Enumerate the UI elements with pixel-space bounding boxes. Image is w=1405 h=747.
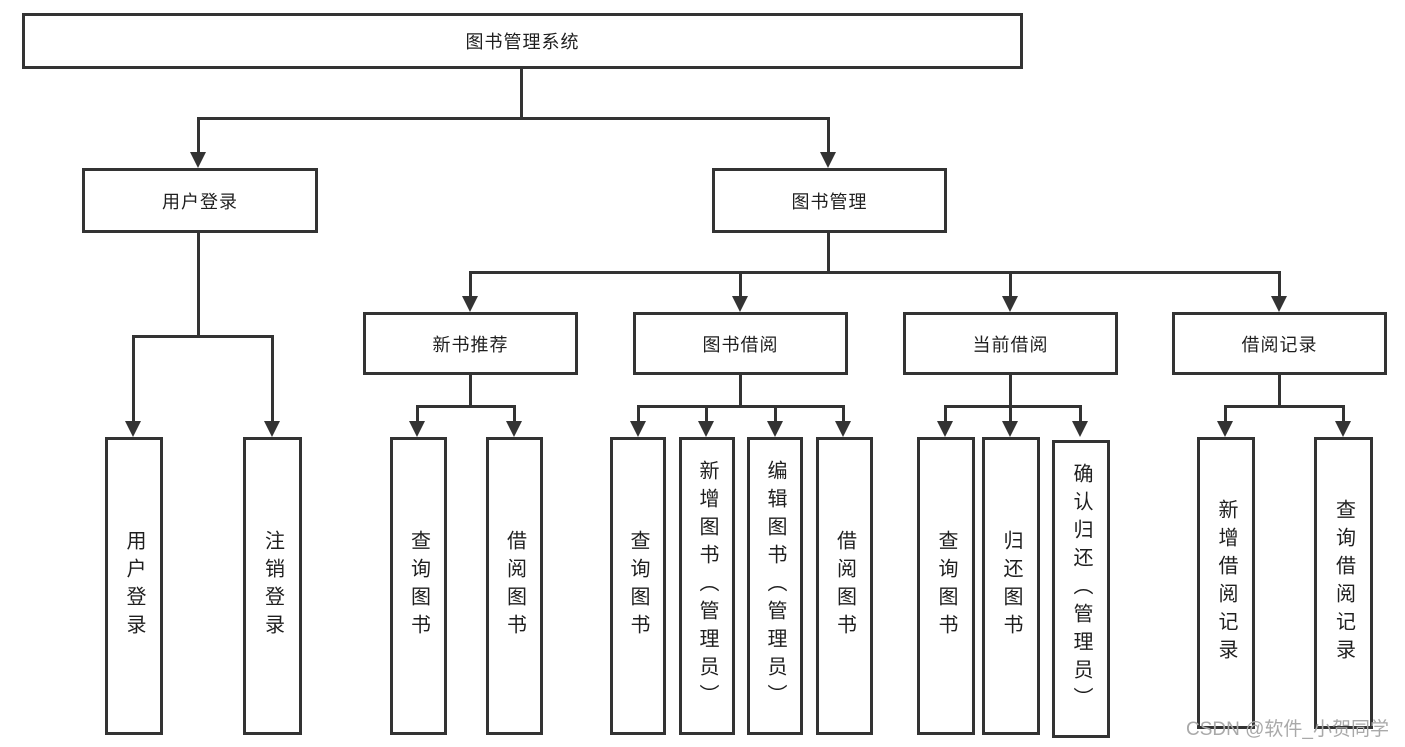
node-user-login-group-label: 用户登录 <box>162 191 238 212</box>
node-leaf-cb-confirm: 确认归还（管理员） <box>1052 440 1110 738</box>
node-root-label: 图书管理系统 <box>465 32 580 52</box>
connector-new-book-rec-stem <box>469 375 472 408</box>
connector-stem-book-mgmt <box>827 117 830 155</box>
arrow-down-icon <box>1002 296 1018 312</box>
connector-borrow-records-stem <box>1278 375 1281 408</box>
node-new-book-rec: 新书推荐 <box>363 312 578 375</box>
connector-stem-user-login <box>197 117 200 155</box>
connector-book-mgmt-stem <box>827 233 830 274</box>
connector-stem <box>944 405 947 422</box>
node-leaf-cb-confirm-label: 确认归还（管理员） <box>1070 463 1092 715</box>
arrow-down-icon <box>698 421 714 437</box>
connector-borrow-records-rail <box>1224 405 1344 408</box>
node-new-book-rec-label: 新书推荐 <box>432 334 509 355</box>
arrow-down-icon <box>630 421 646 437</box>
node-leaf-bb-query: 查询图书 <box>610 437 666 735</box>
node-leaf-nb-query-label: 查询图书 <box>407 530 430 642</box>
connector-stem <box>416 405 419 422</box>
node-leaf-logout: 注销登录 <box>243 437 302 735</box>
connector-stem-current-borrow <box>1009 271 1012 297</box>
connector-user-login-stem <box>197 233 200 338</box>
node-leaf-bb-add-label: 新增图书（管理员） <box>696 460 718 712</box>
connector-stem-leaf-user-login <box>132 335 135 422</box>
arrow-down-icon <box>1271 296 1287 312</box>
node-leaf-br-add-label: 新增借阅记录 <box>1215 499 1237 667</box>
connector-stem <box>842 405 845 422</box>
connector-stem <box>1009 405 1012 422</box>
arrow-down-icon <box>820 152 836 168</box>
node-borrow-records: 借阅记录 <box>1172 312 1387 375</box>
arrow-down-icon <box>190 152 206 168</box>
node-book-mgmt: 图书管理 <box>712 168 947 233</box>
node-leaf-nb-borrow-label: 借阅图书 <box>503 530 526 642</box>
connector-current-borrow-rail <box>944 405 1081 408</box>
node-leaf-bb-borrow: 借阅图书 <box>816 437 873 735</box>
node-leaf-bb-edit: 编辑图书（管理员） <box>747 437 803 735</box>
node-leaf-br-query: 查询借阅记录 <box>1314 437 1373 729</box>
node-leaf-nb-borrow: 借阅图书 <box>486 437 543 735</box>
node-leaf-cb-query: 查询图书 <box>917 437 975 735</box>
node-leaf-bb-add: 新增图书（管理员） <box>679 437 735 735</box>
connector-stem <box>637 405 640 422</box>
arrow-down-icon <box>1002 421 1018 437</box>
connector-level2-rail <box>197 117 830 120</box>
arrow-down-icon <box>767 421 783 437</box>
connector-stem-leaf-logout <box>271 335 274 422</box>
node-leaf-bb-borrow-label: 借阅图书 <box>833 530 856 642</box>
node-leaf-nb-query: 查询图书 <box>390 437 447 735</box>
connector-stem-new-book-rec <box>469 271 472 297</box>
connector-stem <box>513 405 516 422</box>
node-leaf-br-query-label: 查询借阅记录 <box>1332 499 1355 667</box>
node-leaf-user-login: 用户登录 <box>105 437 163 735</box>
connector-new-book-rec-rail <box>416 405 516 408</box>
arrow-down-icon <box>264 421 280 437</box>
connector-level3-rail <box>469 271 1281 274</box>
arrow-down-icon <box>1072 421 1088 437</box>
arrow-down-icon <box>506 421 522 437</box>
csdn-watermark: CSDN @软件_小贺同学 <box>1186 719 1389 740</box>
node-leaf-cb-return-label: 归还图书 <box>1000 530 1022 642</box>
node-leaf-user-login-label: 用户登录 <box>123 530 145 642</box>
arrow-down-icon <box>732 296 748 312</box>
connector-stem-borrow-records <box>1278 271 1281 297</box>
connector-stem <box>1079 405 1082 422</box>
connector-root-stem <box>520 69 523 119</box>
node-root: 图书管理系统 <box>22 13 1023 69</box>
connector-stem-book-borrow <box>739 271 742 297</box>
node-book-borrow-label: 图书借阅 <box>702 334 779 355</box>
connector-stem <box>774 405 777 422</box>
node-leaf-bb-query-label: 查询图书 <box>627 530 649 642</box>
arrow-down-icon <box>462 296 478 312</box>
node-borrow-records-label: 借阅记录 <box>1241 334 1318 355</box>
arrow-down-icon <box>409 421 425 437</box>
node-leaf-cb-return: 归还图书 <box>982 437 1040 735</box>
connector-user-login-rail <box>132 335 274 338</box>
arrow-down-icon <box>937 421 953 437</box>
node-book-borrow: 图书借阅 <box>633 312 848 375</box>
node-leaf-br-add: 新增借阅记录 <box>1197 437 1255 729</box>
node-leaf-cb-query-label: 查询图书 <box>935 530 957 642</box>
connector-current-borrow-stem <box>1009 375 1012 408</box>
arrow-down-icon <box>1217 421 1233 437</box>
connector-book-borrow-rail <box>637 405 844 408</box>
connector-book-borrow-stem <box>739 375 742 408</box>
arrow-down-icon <box>835 421 851 437</box>
connector-stem <box>705 405 708 422</box>
node-current-borrow-label: 当前借阅 <box>972 334 1049 355</box>
connector-stem <box>1342 405 1345 422</box>
node-user-login-group: 用户登录 <box>82 168 318 233</box>
arrow-down-icon <box>125 421 141 437</box>
node-leaf-logout-label: 注销登录 <box>261 530 284 642</box>
node-leaf-bb-edit-label: 编辑图书（管理员） <box>764 460 786 712</box>
node-current-borrow: 当前借阅 <box>903 312 1118 375</box>
node-book-mgmt-label: 图书管理 <box>791 191 868 212</box>
arrow-down-icon <box>1335 421 1351 437</box>
connector-stem <box>1224 405 1227 422</box>
